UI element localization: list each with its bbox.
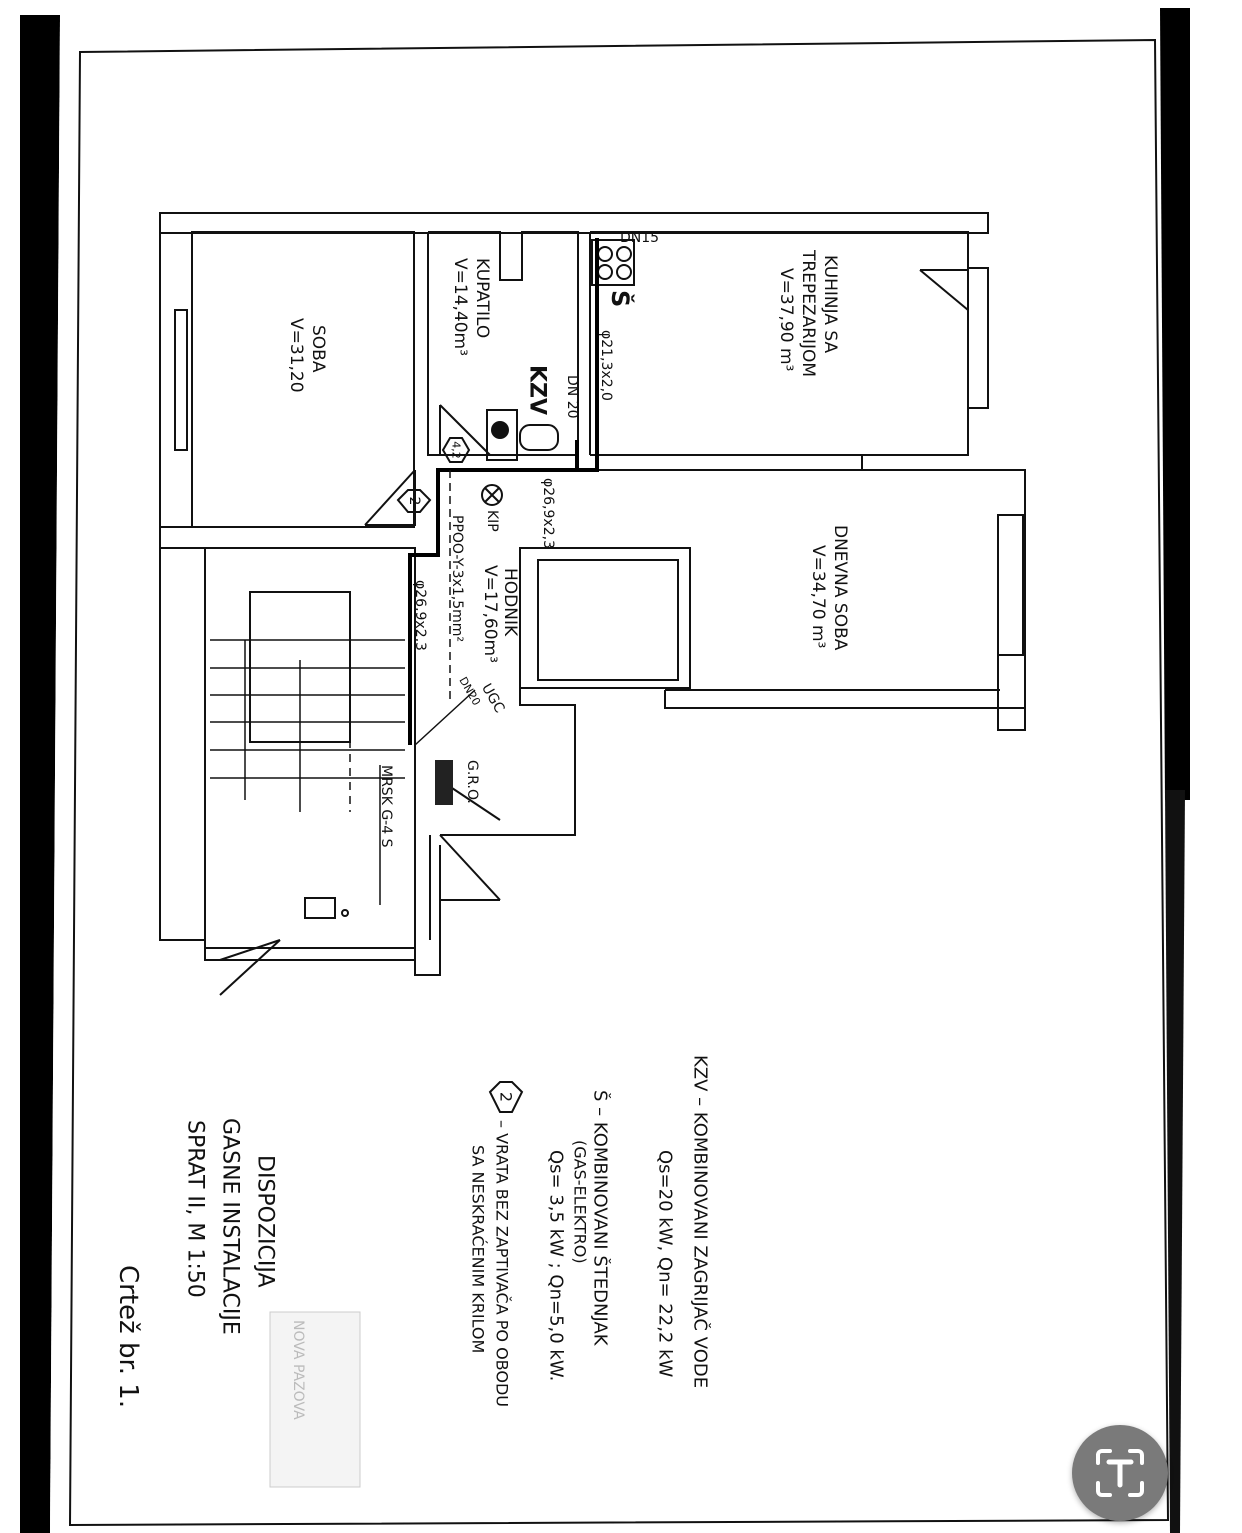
title-line2: GASNE INSTALACIJE xyxy=(218,1118,243,1335)
dn15-label: DN15 xyxy=(620,230,659,246)
stove-label: Š xyxy=(606,290,636,307)
door-tag-42: 4,2 xyxy=(450,441,463,459)
pipe-26-label: φ26,9x2,3 xyxy=(540,478,556,549)
pipe-21-label: φ21,3x2,0 xyxy=(598,330,614,401)
water-heater-icon xyxy=(486,409,518,461)
door-tag-icon xyxy=(396,489,432,513)
legend-stove-sub: (GAS-ELEKTRO) xyxy=(571,1140,590,1264)
room-kitchen-name: KUHINJA SA xyxy=(820,255,840,354)
room-bathroom-volume: V=14,40m³ xyxy=(450,258,470,356)
pipe-26-label-2: φ26,9x2,3 xyxy=(412,580,428,651)
room-hall-volume: V=17,60m³ xyxy=(480,565,500,663)
room-kitchen-name2: TREPEZARIJOM xyxy=(798,249,818,377)
text-scan-icon xyxy=(1096,1449,1144,1497)
gas-piping xyxy=(379,238,635,905)
room-living-name: DNEVNA SOBA xyxy=(830,525,850,651)
legend-kzv-title: KZV – KOMBINOVANI ZAGRIJAČ VODE xyxy=(690,1055,712,1388)
drawing-number: Crtež br. 1. xyxy=(113,1265,143,1408)
legend-door-text: – VRATA BEZ ZAPTIVAČA PO OBODU xyxy=(493,1120,512,1407)
kip-label: KIP xyxy=(484,510,500,532)
room-bathroom-name: KUPATILO xyxy=(472,258,492,338)
dn20-label: DN 20 xyxy=(564,375,580,419)
legend: KZV – KOMBINOVANI ZAGRIJAČ VODE Qs=20 kW… xyxy=(469,1055,712,1407)
legend-door-text2: SA NESKRAĆENIM KRILOM xyxy=(469,1145,488,1353)
room-bedroom-name: SOBA xyxy=(308,325,328,373)
stamp-text: NOVA PAZOVA xyxy=(290,1320,306,1420)
valve-icon xyxy=(481,484,503,506)
legend-door-num: 2 xyxy=(497,1092,516,1102)
title-line3: SPRAT II, M 1:50 xyxy=(183,1120,208,1298)
legend-stove-title: Š – KOMBINOVANI ŠTEDNJAK xyxy=(590,1090,612,1347)
gro-label: G.R.O. xyxy=(464,760,480,804)
sheet-border xyxy=(68,38,1170,1527)
title-block: DISPOZICIJA GASNE INSTALACIJE SPRAT II, … xyxy=(113,1118,361,1488)
stamp xyxy=(269,1311,361,1488)
door-tag-2: 2 xyxy=(406,497,422,506)
stove-icon xyxy=(591,239,635,286)
scan-edge-right xyxy=(1160,8,1190,800)
door-tag-icon xyxy=(441,437,471,463)
room-hall-name: HODNIK xyxy=(500,568,520,637)
gas-meter-icon xyxy=(435,760,453,805)
text-scan-button[interactable] xyxy=(1072,1425,1168,1521)
room-bedroom-volume: V=31,20 xyxy=(286,318,306,393)
mrsk-label: MRSK G-4 S xyxy=(378,765,394,848)
title-line1: DISPOZICIJA xyxy=(253,1155,278,1288)
room-living-volume: V=34,70 m³ xyxy=(808,545,828,648)
cable-label: PPOO-Y-3x1,5mm² xyxy=(449,515,465,642)
kzv-label: KZV xyxy=(525,365,550,415)
room-kitchen-volume: V=37,90 m³ xyxy=(776,268,796,371)
legend-kzv-values: Qs=20 kW, Qn= 22,2 kW xyxy=(655,1150,676,1378)
door-tag-icon xyxy=(488,1081,524,1113)
legend-stove-values: Qs= 3,5 kW ; Qn=5,0 kW. xyxy=(546,1150,567,1381)
walls xyxy=(159,212,1026,996)
scan-edge-left xyxy=(20,15,60,1533)
